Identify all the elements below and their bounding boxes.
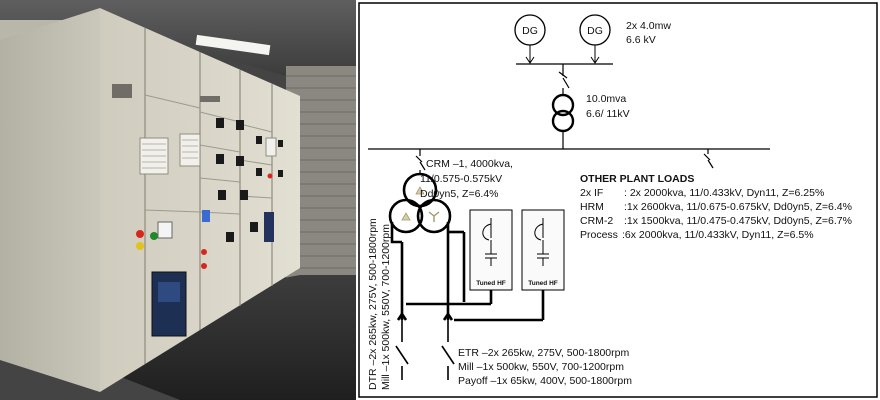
tuned-filter-1: Tuned HF (469, 209, 513, 291)
payoff-load-text: Payoff –1x 65kw, 400V, 500-1800rpm (458, 375, 632, 387)
etr-load-text: ETR –2x 265kw, 275V, 500-1800rpm (458, 347, 629, 359)
other-plant-loads: OTHER PLANT LOADS 2x IF : 2x 2000kva, 11… (580, 173, 852, 241)
single-line-diagram: DG DG 2x 4.0mw 6.6 kV 10.0mva 6.6/ 11kV (358, 2, 878, 398)
load-spec-2: :1x 2600kva, 11/0.675-0.675kV, Dd0yn5, Z… (624, 201, 852, 213)
drive-load-list: ETR –2x 265kw, 275V, 500-1800rpm Mill –1… (458, 347, 632, 387)
other-loads-breaker (703, 149, 714, 169)
main-transformer-voltage: 6.6/ 11kV (586, 108, 630, 120)
ceiling-light (195, 34, 271, 56)
load-spec-1: : 2x 2000kva, 11/0.433kV, Dyn11, Z=6.25% (624, 187, 824, 199)
diagram-border (358, 2, 878, 398)
main-breaker (558, 64, 570, 96)
breaker-window (151, 271, 187, 337)
indicator-lamps (136, 173, 273, 269)
load-name-3: CRM-2 (580, 215, 613, 227)
etr-mill-payoff-breaker (441, 320, 455, 380)
dtr-mill-breaker (395, 320, 409, 380)
dg-voltage: 6.6 kV (626, 34, 656, 46)
load-name-4: Process (580, 229, 618, 241)
dg-symbol-2: DG (587, 25, 603, 37)
crm1-vector-group: Dd0yn5, Z=6.4% (420, 188, 499, 200)
diesel-generator-1: DG (514, 14, 546, 64)
load-name-1: 2x IF (580, 187, 603, 199)
mill-load-text: Mill –1x 500kw, 550V, 700-1200rpm (458, 361, 624, 373)
load-spec-4: :6x 2000kva, 11/0.433kV, Dyn11, Z=6.5% (622, 229, 814, 241)
switchgear-photo (0, 0, 356, 400)
other-loads-title: OTHER PLANT LOADS (580, 173, 694, 185)
mill-load-text-vertical: Mill –1x 500kw, 550V, 700-1200rpm (380, 224, 392, 390)
crm1-rating: CRM –1, 4000kva, (426, 158, 513, 170)
cabinet-side (0, 8, 100, 392)
tuned-filter-2: Tuned HF (521, 209, 565, 291)
lv-connections (390, 222, 545, 322)
crm1-transformer (388, 172, 452, 234)
tuned-filter-1-label: Tuned HF (476, 280, 506, 287)
dtr-load-text: DTR –2x 265kw, 275V, 500-1800rpm (367, 218, 379, 390)
load-name-2: HRM (580, 201, 604, 213)
switch-handles (216, 118, 283, 242)
dg-rating: 2x 4.0mw (626, 20, 671, 32)
main-transformer-rating: 10.0mva (586, 93, 626, 105)
dg-symbol-1: DG (522, 25, 538, 37)
vent-grilles (139, 133, 277, 175)
diesel-generator-2: DG (579, 14, 611, 64)
load-spec-3: :1x 1500kva, 11/0.475-0.475kV, Dd0yn5, Z… (624, 215, 852, 227)
tuned-filter-2-label: Tuned HF (528, 280, 558, 287)
crm1-voltage: 11/0.575-0.575kV (420, 173, 502, 185)
